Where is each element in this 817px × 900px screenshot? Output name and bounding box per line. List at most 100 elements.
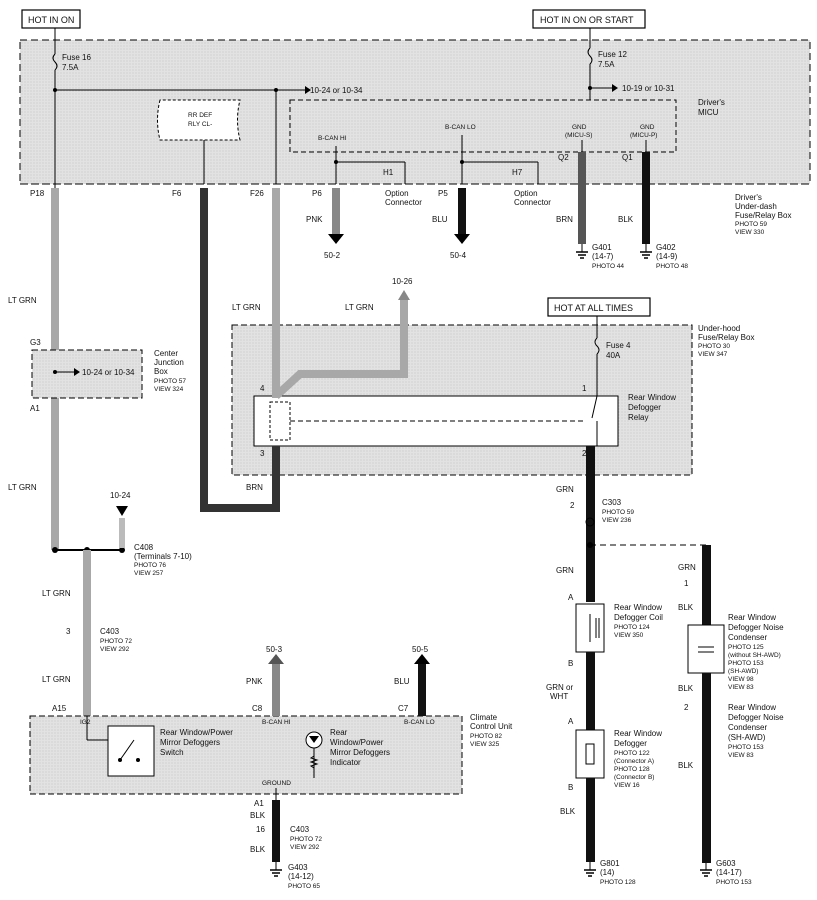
gnd-p-label: GND [640,124,655,131]
header-hot-on-start-text: HOT IN ON OR START [540,15,634,25]
wire-brn-f6 [200,188,280,512]
pin-1-noise: 1 [684,579,689,588]
wire-ltgrn-f26 [272,188,280,398]
g402-label: G402 [656,243,676,252]
ground-g402 [640,244,652,259]
switch-title-3: Switch [160,748,184,757]
micu-title-2: MICU [698,108,719,117]
nc-photo-2: PHOTO 153 [728,660,764,667]
g402-photo: PHOTO 48 [656,263,688,270]
cjb-view: VIEW 324 [154,386,184,393]
pnk-label-top: PNK [306,215,323,224]
option-connector-2a: Option [514,189,538,198]
fuse12-label: Fuse 12 [598,50,627,59]
fuse12-amp: 7.5A [598,60,615,69]
wire-blk-g403 [272,800,280,862]
ccu-title-1: Climate [470,713,498,722]
nc-title-3: Condenser [728,633,767,642]
blk-label-noise-1: BLK [678,603,694,612]
def-photo-b: PHOTO 128 [614,766,650,773]
under-dash-title-1: Driver's [735,193,762,202]
fuse-12: Fuse 12 7.5A 10-19 or 10-31 [587,28,675,100]
pin-g3: G3 [30,338,41,347]
under-dash-fuse-box [19,39,811,185]
pnk-label-ccu: PNK [246,677,263,686]
ind-title-3: Mirror Defoggers [330,748,390,757]
nc-note-2: (SH-AWD) [728,668,758,675]
cjb-title-1: Center [154,349,178,358]
g603-photo: PHOTO 153 [716,879,752,886]
pin-a-coil: A [568,593,574,602]
header-hot-all-times: HOT AT ALL TIMES [547,297,651,317]
header-hot-in-on: HOT IN ON [21,9,81,29]
g403-photo: PHOTO 65 [288,883,320,890]
nc-title-1: Rear Window [728,613,776,622]
pin-p6: P6 [312,189,322,198]
option-connector-2b: Connector [514,198,551,207]
c403-label-bottom: C403 [290,825,310,834]
pin-a1-ccu: A1 [254,799,264,808]
ground-g603 [700,863,712,877]
ltgrn-label-f26: LT GRN [232,303,261,312]
coil-view: VIEW 350 [614,632,644,639]
c303-label: C303 [602,498,622,507]
pin-a1: A1 [30,404,40,413]
ref-10-26: 10-26 [392,277,413,286]
header-hot-in-on-text: HOT IN ON [28,15,74,25]
pin-q1: Q1 [622,153,633,162]
bcan-hi-label: B-CAN HI [318,135,347,142]
micu-box [289,99,677,153]
wire-pnk-ccu [272,664,280,716]
def-conn-a: (Connector A) [614,758,654,765]
coil-title-1: Rear Window [614,603,662,612]
g603-label: G603 [716,859,736,868]
option-connector-1a: Option [385,189,409,198]
ccu-bcan-hi: B-CAN HI [262,719,291,726]
wire-blk-q1 [642,152,650,244]
nc2-photo: PHOTO 153 [728,744,764,751]
pin-16: 16 [256,825,265,834]
blk-label-ccu-2: BLK [250,845,266,854]
option-connector-1b: Connector [385,198,422,207]
pin-a-defogger: A [568,717,574,726]
fuse4-label: Fuse 4 [606,341,631,350]
gnd-s-label: GND [572,124,587,131]
ltgrn-label-3: LT GRN [42,589,71,598]
ref-50-5: 50-5 [412,645,429,654]
under-dash-title-2: Under-dash [735,202,777,211]
g401-sub: (14-7) [592,252,614,261]
ccu-ground-label: GROUND [262,780,291,787]
ref-10-24-top: 10-24 or 10-34 [310,86,363,95]
coil-title-2: Defogger Coil [614,613,663,622]
pin-c7: C7 [398,704,409,713]
wire-grnwht [586,652,595,732]
c403-photo-top: PHOTO 72 [100,638,132,645]
under-dash-photo: PHOTO 59 [735,221,767,228]
pin-c8: C8 [252,704,263,713]
c303-view: VIEW 236 [602,517,632,524]
relay-title-1: Rear Window [628,393,676,402]
micu-title-1: Driver's [698,98,725,107]
nc2-title-3: Condenser [728,723,767,732]
g403-label: G403 [288,863,308,872]
pin-2-c303: 2 [570,501,575,510]
ind-title-1: Rear [330,728,348,737]
relay-pin-3: 3 [260,449,265,458]
switch-title-1: Rear Window/Power [160,728,233,737]
pin-p5: P5 [438,189,448,198]
blu-label-top: BLU [432,215,448,224]
uh-title-1: Under-hood [698,324,740,333]
pin-ig2: IG2 [80,719,91,726]
grn-label-noise: GRN [678,563,696,572]
cjb-photo: PHOTO 57 [154,378,186,385]
ind-title-4: Indicator [330,758,361,767]
gnd-p-sub: (MICU-P) [630,132,657,139]
c408-photo: PHOTO 76 [134,562,166,569]
ccu-photo: PHOTO 82 [470,733,502,740]
ccu-bcan-lo: B-CAN LO [404,719,435,726]
uh-title-2: Fuse/Relay Box [698,333,754,342]
defogger-switch [107,725,155,777]
noise-condenser [687,624,725,674]
bcan-lo-label: B-CAN LO [445,124,476,131]
ind-title-2: Window/Power [330,738,384,747]
